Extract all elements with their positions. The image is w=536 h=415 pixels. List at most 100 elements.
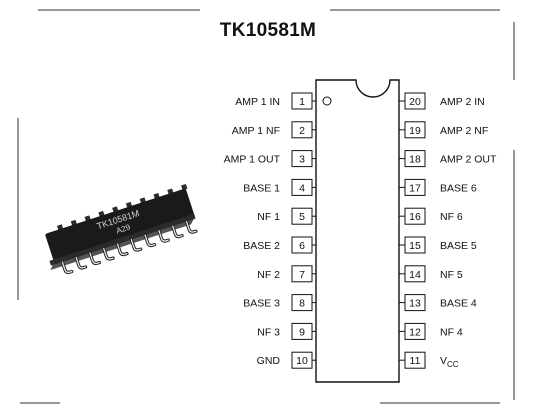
pin-box xyxy=(404,150,426,168)
pin-label: NF 3 xyxy=(257,326,280,338)
pin-label: NF 1 xyxy=(257,211,280,223)
pin-box xyxy=(404,121,426,139)
pin-number: 9 xyxy=(299,326,305,338)
pin-label: BASE 4 xyxy=(440,298,477,310)
pin-box xyxy=(291,121,313,139)
pin-label: AMP 1 IN xyxy=(235,96,280,108)
pin-label: BASE 6 xyxy=(440,182,477,194)
pin-number: 16 xyxy=(409,211,421,223)
package-lead-highlight xyxy=(75,256,87,269)
pin-box xyxy=(291,236,313,254)
pin-number: 10 xyxy=(296,355,308,367)
part-number-title: TK10581M xyxy=(219,20,317,41)
pin-17: 17 BASE 6 xyxy=(399,178,477,196)
pin-label: AMP 2 IN xyxy=(440,96,485,108)
pin-label: BASE 1 xyxy=(243,182,280,194)
pin-16: 16 NF 6 xyxy=(399,207,463,225)
pin-3: 3 AMP 1 OUT xyxy=(224,150,316,168)
pin-box xyxy=(404,351,426,369)
pin-label: BASE 3 xyxy=(243,298,280,310)
pin-4: 4 BASE 1 xyxy=(243,178,316,196)
pin-label: AMP 2 OUT xyxy=(440,154,497,166)
package-marking-line2: A29 xyxy=(115,222,132,235)
pin-number: 19 xyxy=(409,125,421,137)
pin-box xyxy=(404,178,426,196)
pin-number: 4 xyxy=(299,182,305,194)
pin-box xyxy=(404,294,426,312)
pin-label: NF 6 xyxy=(440,211,463,223)
package-lead-back xyxy=(181,183,188,191)
pin-1: 1 AMP 1 IN xyxy=(235,92,316,110)
pin-5: 5 NF 1 xyxy=(257,207,316,225)
pin-box xyxy=(291,150,313,168)
package-lead-highlight xyxy=(103,247,114,260)
pin-number: 7 xyxy=(299,269,305,281)
pin-19: 19 AMP 2 NF xyxy=(399,121,488,139)
pin-number: 1 xyxy=(299,96,305,108)
pin-box xyxy=(291,207,313,225)
pin-label: AMP 1 NF xyxy=(232,125,280,137)
pin-box xyxy=(404,92,426,110)
pin-number: 18 xyxy=(409,154,421,166)
pin-box xyxy=(291,351,313,369)
pin-number: 12 xyxy=(409,326,421,338)
pin-6: 6 BASE 2 xyxy=(243,236,316,254)
pin-label: NF 5 xyxy=(440,269,463,281)
package-lead-highlight xyxy=(172,225,183,238)
pin-8: 8 BASE 3 xyxy=(243,294,316,312)
pin-label: NF 2 xyxy=(257,269,280,281)
pin-box xyxy=(291,322,313,340)
pin-13: 13 BASE 4 xyxy=(399,294,477,312)
pin-number: 6 xyxy=(299,240,305,252)
pin-10: 10 GND xyxy=(257,351,316,369)
pin-number: 15 xyxy=(409,240,421,252)
pin-label: GND xyxy=(257,355,281,367)
pin-15: 15 BASE 5 xyxy=(399,236,477,254)
pin-number: 17 xyxy=(409,182,421,194)
pin-number: 20 xyxy=(409,96,421,108)
pin-number: 2 xyxy=(299,125,305,137)
pin-number: 13 xyxy=(409,298,421,310)
pin-label: AMP 1 OUT xyxy=(224,154,281,166)
package-lead-highlight xyxy=(116,243,128,256)
pin-box xyxy=(291,265,313,283)
pin-box xyxy=(291,178,313,196)
package-lead-highlight xyxy=(185,221,197,233)
pin-box xyxy=(404,265,426,283)
pin-label: VCC xyxy=(440,355,459,369)
left-pin-column: 1 AMP 1 IN 2 AMP 1 NF 3 AMP 1 OUT 4 BASE 1 5 NF 1… xyxy=(224,92,316,369)
pin-box xyxy=(404,207,426,225)
pin-7: 7 NF 2 xyxy=(257,265,316,283)
pin-number: 5 xyxy=(299,211,305,223)
package-lead-highlight xyxy=(89,252,100,265)
pin-11: 11 VCC xyxy=(399,351,459,369)
pin-number: 14 xyxy=(409,269,421,281)
chip-package-illustration: TK10581M A29 xyxy=(45,183,198,275)
pin-box xyxy=(291,294,313,312)
pin-label: BASE 2 xyxy=(243,240,280,252)
pin-number: 3 xyxy=(299,154,305,166)
package-lead-highlight xyxy=(61,261,73,274)
pin-number: 11 xyxy=(410,355,421,367)
pin-2: 2 AMP 1 NF xyxy=(232,121,316,139)
pin-number: 8 xyxy=(299,298,305,310)
figure-border xyxy=(17,9,515,404)
pin-label-subscript: CC xyxy=(447,360,459,369)
pin-box xyxy=(404,236,426,254)
pin-box xyxy=(291,92,313,110)
package-lead-highlight xyxy=(144,234,156,247)
pin-14: 14 NF 5 xyxy=(399,265,463,283)
package-lead-highlight xyxy=(130,238,142,251)
pin1-marker xyxy=(322,96,332,106)
package-lead-highlight xyxy=(158,229,169,242)
pin-label: AMP 2 NF xyxy=(440,125,488,137)
pin-9: 9 NF 3 xyxy=(257,322,316,340)
ic-body xyxy=(315,79,400,383)
pin-box xyxy=(404,322,426,340)
pin-18: 18 AMP 2 OUT xyxy=(399,150,497,168)
pin-label: BASE 5 xyxy=(440,240,477,252)
